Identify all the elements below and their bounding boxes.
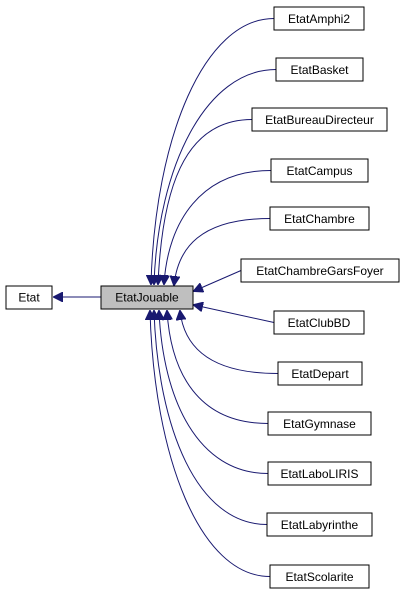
- class-node-etatlabyrinthe[interactable]: EtatLabyrinthe: [266, 512, 373, 537]
- class-node-etatscolarite-label: EtatScolarite: [285, 570, 353, 584]
- class-node-etatchambre[interactable]: EtatChambre: [269, 206, 370, 231]
- class-node-etatdepart[interactable]: EtatDepart: [277, 361, 363, 386]
- class-node-etat-label: Etat: [18, 291, 40, 305]
- inheritance-edges: [54, 18, 279, 577]
- edge-etatamphi2-to-etatjouable: [151, 18, 275, 285]
- edge-etatclubbd-to-etatjouable: [194, 305, 275, 323]
- edge-etatgymnase-to-etatjouable: [167, 311, 269, 424]
- edge-etatbureaudirecteur-to-etatjouable: [158, 119, 253, 285]
- edge-etatbasket-to-etatjouable: [154, 69, 277, 285]
- edge-etatcampus-to-etatjouable: [164, 170, 272, 285]
- edge-etatchambre-to-etatjouable: [174, 218, 271, 286]
- class-node-etatlaboliris-label: EtatLaboLIRIS: [280, 467, 358, 481]
- edge-etatlaboliris-to-etatjouable: [159, 311, 269, 474]
- class-node-etatjouable[interactable]: EtatJouable: [100, 285, 194, 310]
- class-node-etatlabyrinthe-label: EtatLabyrinthe: [281, 518, 359, 532]
- class-node-etatlaboliris[interactable]: EtatLaboLIRIS: [267, 461, 372, 486]
- class-node-etatcampus-label: EtatCampus: [286, 164, 352, 178]
- class-node-etatclubbd[interactable]: EtatClubBD: [273, 310, 365, 335]
- edge-etatscolarite-to-etatjouable: [150, 311, 271, 577]
- edge-etatlabyrinthe-to-etatjouable: [154, 311, 268, 525]
- class-node-etatcampus[interactable]: EtatCampus: [270, 158, 369, 183]
- class-nodes: Etat EtatJouable EtatAmphi2EtatBasketEta…: [5, 6, 400, 589]
- class-node-etatclubbd-label: EtatClubBD: [288, 316, 351, 330]
- class-node-etatjouable-label: EtatJouable: [115, 291, 179, 305]
- class-node-etatbasket-label: EtatBasket: [290, 63, 349, 77]
- class-node-etatamphi2[interactable]: EtatAmphi2: [273, 6, 365, 31]
- class-node-etatgymnase-label: EtatGymnase: [283, 417, 356, 431]
- class-node-etatbureaudirecteur-label: EtatBureauDirecteur: [265, 113, 374, 127]
- class-node-etat[interactable]: Etat: [5, 285, 53, 310]
- class-node-etatscolarite[interactable]: EtatScolarite: [269, 564, 370, 589]
- edge-etatchambregarsfoyer-to-etatjouable: [194, 270, 242, 292]
- class-node-etatbasket[interactable]: EtatBasket: [275, 57, 364, 82]
- class-node-etatamphi2-label: EtatAmphi2: [288, 12, 350, 26]
- class-node-etatchambregarsfoyer-label: EtatChambreGarsFoyer: [256, 264, 383, 278]
- class-node-etatchambre-label: EtatChambre: [284, 212, 355, 226]
- class-node-etatbureaudirecteur[interactable]: EtatBureauDirecteur: [251, 107, 388, 132]
- edge-etatdepart-to-etatjouable: [180, 311, 279, 374]
- class-node-etatdepart-label: EtatDepart: [291, 367, 349, 381]
- class-node-etatgymnase[interactable]: EtatGymnase: [267, 411, 372, 436]
- class-node-etatchambregarsfoyer[interactable]: EtatChambreGarsFoyer: [240, 258, 400, 283]
